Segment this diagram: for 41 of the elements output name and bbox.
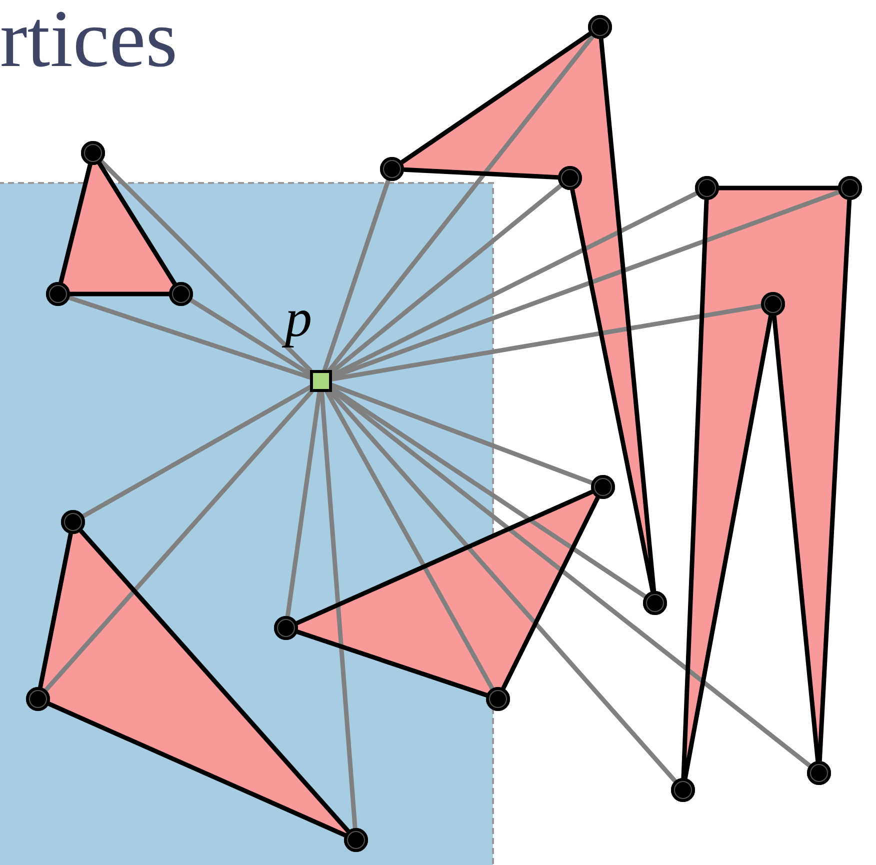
sight-line: [81, 385, 312, 518]
vertex-dot: [588, 15, 612, 39]
sight-line: [99, 159, 312, 372]
sight-line: [328, 390, 678, 784]
sight-line: [322, 178, 390, 372]
polygon-side: [598, 36, 656, 594]
sight-line: [67, 296, 312, 380]
polygon-side: [817, 198, 852, 764]
polygon-side: [97, 160, 177, 286]
sight-line: [320, 390, 358, 830]
point-square: [310, 370, 332, 392]
sight-line: [327, 34, 595, 372]
sight-line: [330, 183, 563, 374]
polygon-side: [78, 528, 350, 834]
sight-line: [188, 298, 312, 376]
polygon-side: [501, 496, 600, 690]
title: rtices: [0, 0, 178, 86]
polygon-side: [400, 32, 592, 164]
polygon-side: [681, 198, 709, 780]
polygon-side: [570, 188, 655, 594]
vertex-dot: [81, 141, 105, 165]
vertex-dot: [695, 176, 719, 200]
vertex-dot: [591, 475, 615, 499]
polygon-side: [38, 532, 73, 690]
sight-line: [285, 390, 322, 618]
polygon-side: [295, 630, 489, 698]
polygon-side: [682, 314, 774, 780]
vertex-dot: [380, 157, 404, 181]
polygon-side: [402, 167, 560, 180]
vertex-dot: [643, 591, 667, 615]
sight-line: [44, 390, 314, 692]
polygon-side: [294, 490, 594, 626]
polygon-side: [58, 162, 92, 285]
sight-line: [324, 390, 494, 691]
polygon-side: [46, 702, 348, 838]
vertex-dot: [807, 761, 831, 785]
polygon-side: [68, 292, 172, 296]
polygon-side: [772, 314, 820, 764]
vertex-dot: [671, 778, 695, 802]
vertex-dot: [838, 176, 862, 200]
polygon-side: [716, 186, 840, 190]
